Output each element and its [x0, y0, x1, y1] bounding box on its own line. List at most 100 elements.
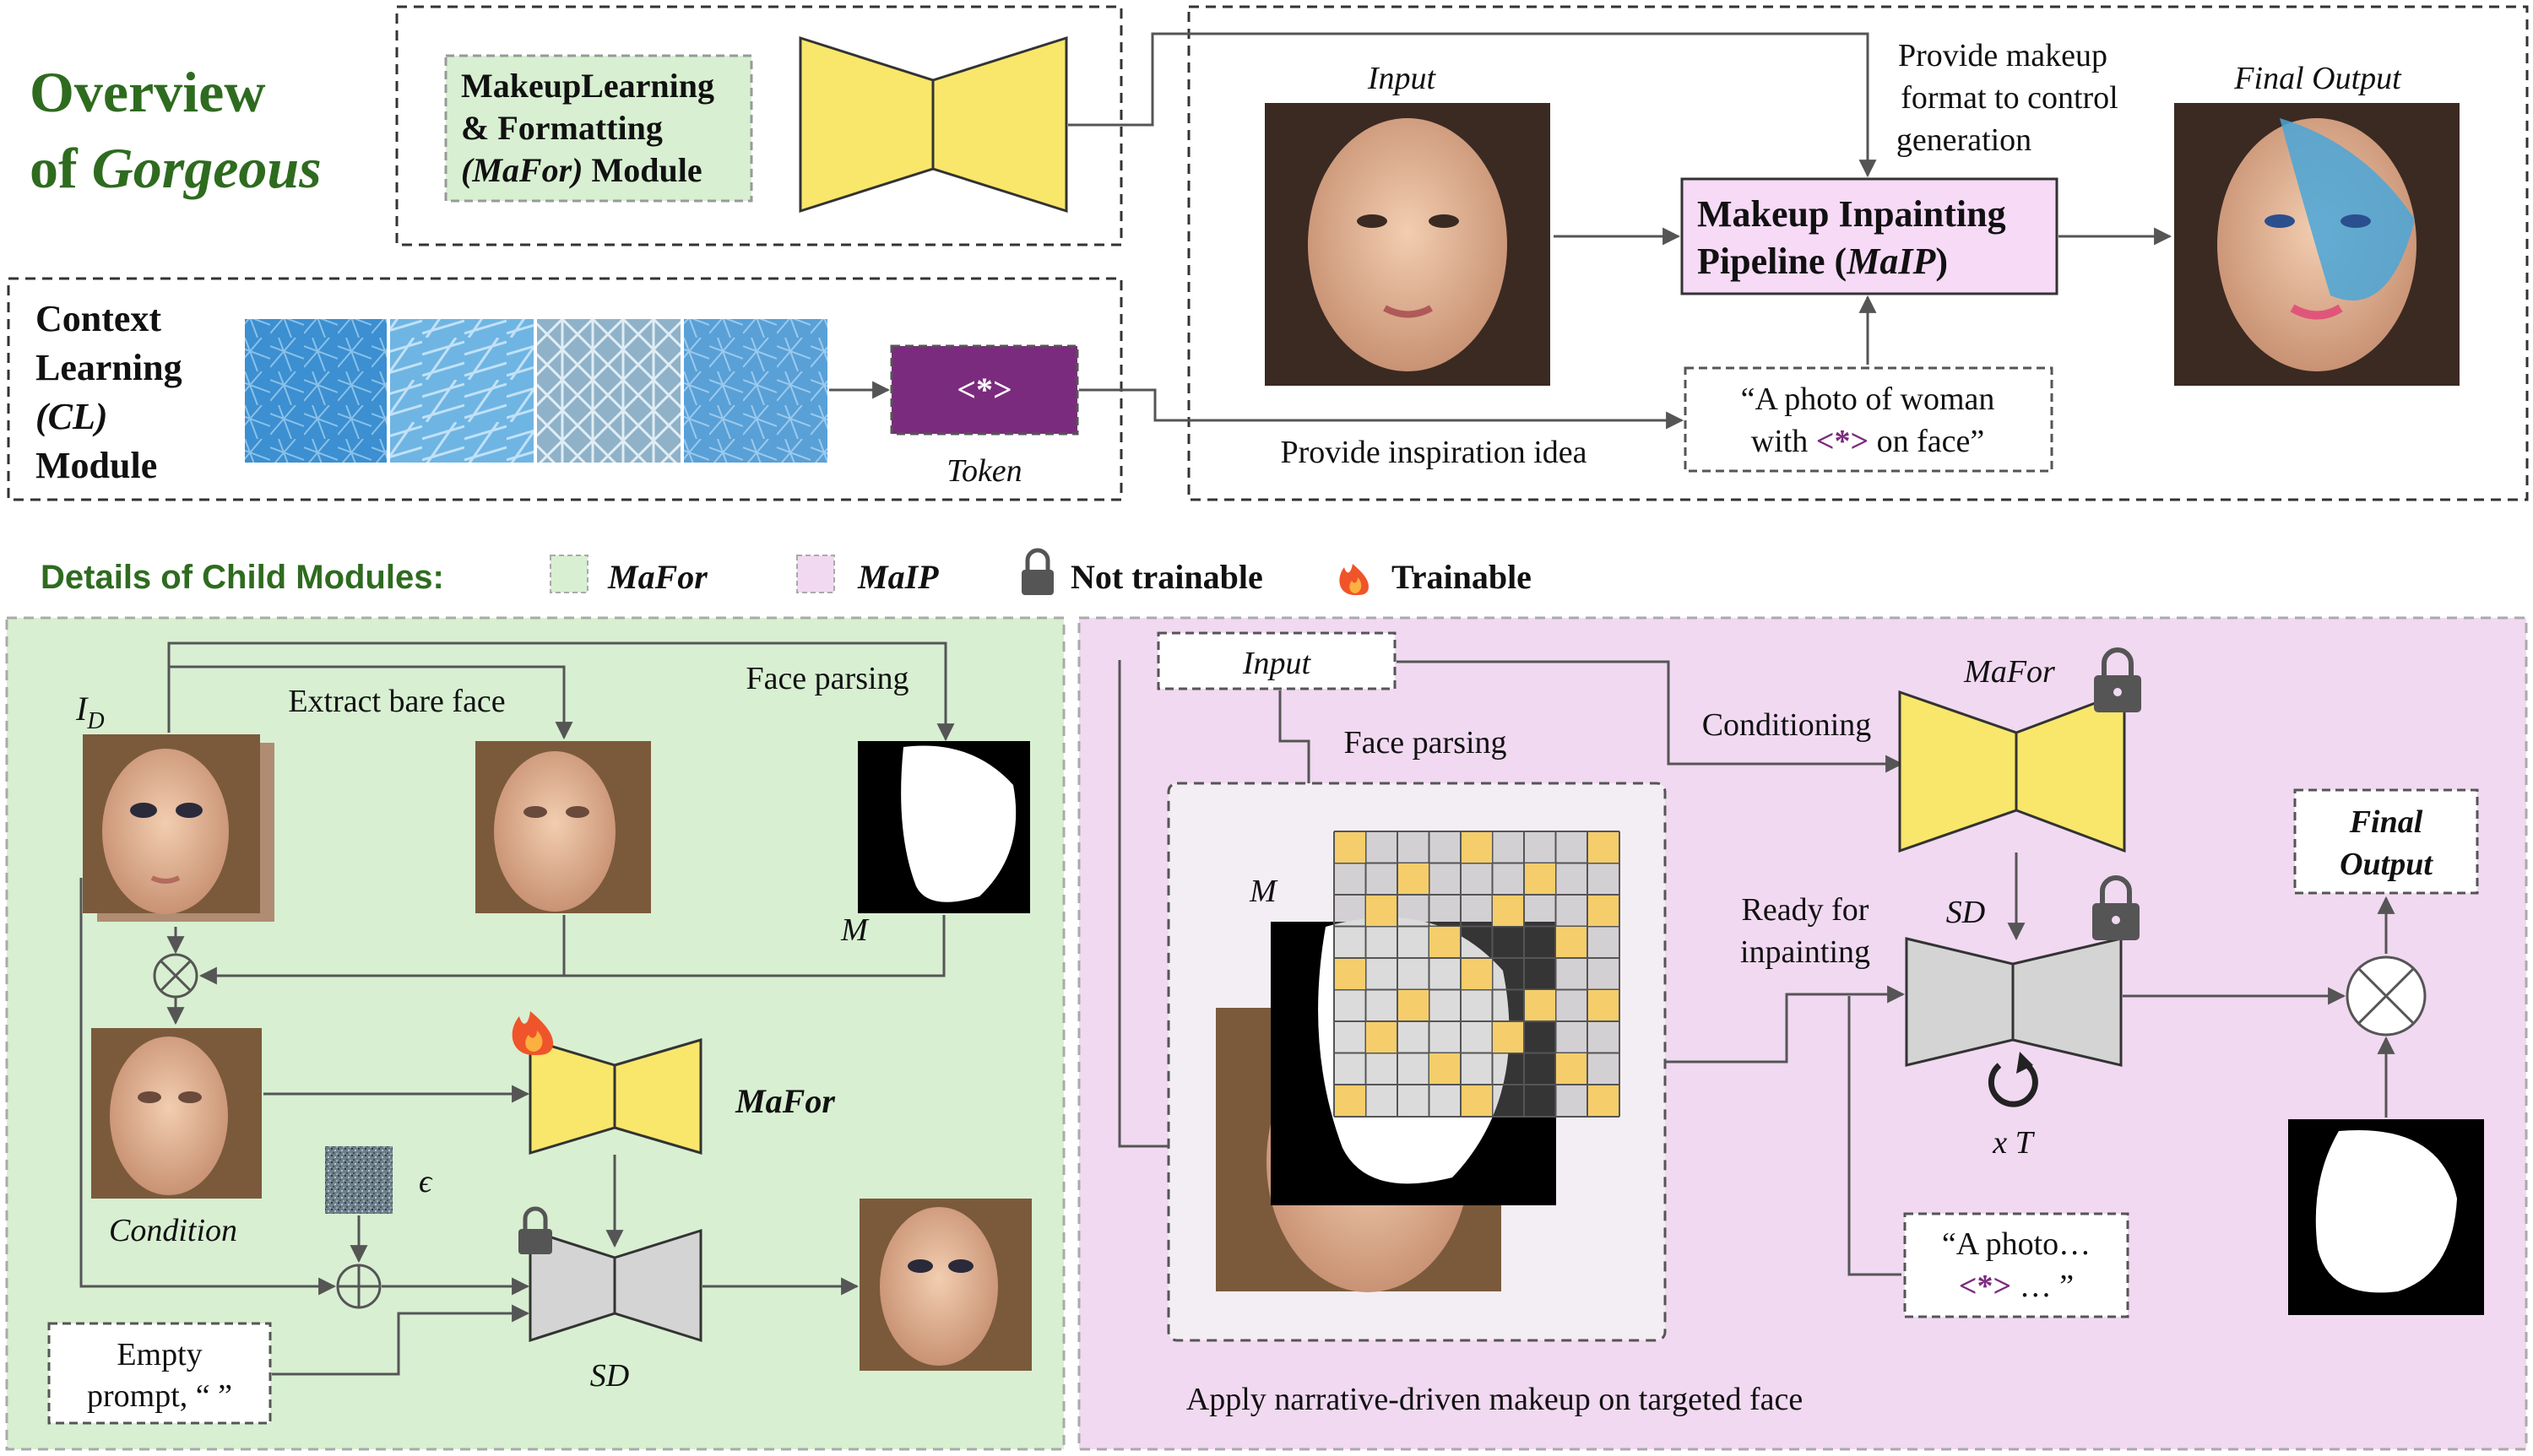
mafor-detail-label: MaFor	[735, 1082, 835, 1120]
maip-final-output-line1: Final	[2349, 804, 2423, 840]
maip-mafor-lock-icon	[2094, 647, 2141, 712]
stack-to-sd-arrow	[1665, 985, 1906, 1064]
pipeline-prompt-token: <*>	[1816, 424, 1869, 459]
multiply-node-cross	[159, 959, 193, 993]
empty-prompt-line2: prompt, “ ”	[87, 1378, 232, 1414]
times-t-label: x T	[1992, 1125, 2035, 1161]
id-to-add-arrow	[79, 878, 337, 1296]
ice-image-4	[684, 319, 827, 463]
mafor-module-line1: MakeupLearning	[461, 67, 714, 105]
legend-not-trainable-label: Not trainable	[1071, 558, 1263, 596]
pipeline-input-face	[1265, 103, 1550, 386]
mafor-module-abbrev: (MaFor)	[461, 151, 583, 189]
maip-pipeline-abbrev: MaIP	[1846, 241, 1936, 282]
id-to-parsing-arrow	[167, 641, 955, 742]
pipeline-final-output-face	[2174, 103, 2460, 386]
mafor-id-label: ID	[75, 690, 105, 734]
pipeline-prompt-box	[1684, 366, 2053, 473]
legend-mafor-swatch	[550, 555, 589, 593]
cl-module-line2: Learning	[35, 347, 182, 388]
empty-prompt-box	[47, 1322, 272, 1425]
condition-label: Condition	[109, 1213, 237, 1248]
mafor-detail-decoder	[613, 1037, 702, 1156]
provide-format-line3: generation	[1896, 122, 2031, 158]
maip-sd-label: SD	[1946, 895, 1985, 930]
overview-title-italic: Gorgeous	[92, 136, 322, 200]
mafor-input-face	[83, 734, 274, 922]
overview-title-prefix: of	[30, 136, 92, 200]
conditioning-text: Conditioning	[1702, 707, 1872, 743]
overview-title-line2: of Gorgeous	[30, 136, 322, 200]
provide-format-line2: format to control	[1901, 80, 2118, 116]
mafor-module-suffix: Module	[583, 151, 702, 189]
cl-module-line3: (CL)	[35, 396, 108, 437]
pipeline-final-output-label: Final Output	[2233, 61, 2402, 96]
maip-input-box	[1157, 631, 1397, 690]
provide-inspiration-text: Provide inspiration idea	[1280, 435, 1587, 470]
mafor-id-main: I	[75, 690, 89, 728]
mafor-module-frame	[395, 5, 1123, 246]
maip-pipeline-line1: Makeup Inpainting	[1697, 193, 2006, 235]
legend-fire-icon	[1339, 564, 1369, 595]
mafor-to-maip-arrow	[1068, 32, 1877, 178]
id-to-bareface-arrow	[169, 665, 573, 740]
maip-prompt-suffix: … ”	[2011, 1269, 2074, 1304]
pipeline-prompt-line2: with <*> on face”	[1751, 424, 1985, 459]
mafor-face-mask	[858, 741, 1030, 913]
maip-pipeline-box	[1680, 177, 2058, 295]
pipeline-input-label: Input	[1367, 61, 1437, 96]
maip-sd-decoder	[2011, 937, 2123, 1067]
ice-image-1	[245, 319, 387, 463]
epsilon-label: ϵ	[419, 1164, 433, 1199]
legend-mafor-label: MaFor	[607, 558, 708, 596]
extract-bare-face-text: Extract bare face	[288, 684, 505, 719]
maip-prompt-line1: “A photo…	[1942, 1226, 2091, 1262]
maip-prompt-line2: <*> … ”	[1959, 1269, 2074, 1304]
add-node-plus	[338, 1265, 380, 1307]
sd-lock-icon	[518, 1206, 552, 1254]
maip-pipeline-line2: Pipeline (MaIP)	[1697, 241, 1948, 282]
empty-prompt-line1: Empty	[117, 1337, 202, 1372]
mafor-encoder-shape	[799, 35, 935, 214]
mafor-module-line2: & Formatting	[461, 109, 663, 147]
mask-to-multiply-arrow	[203, 915, 946, 977]
maip-final-output-line2: Output	[2340, 847, 2433, 882]
prompt-to-sd-arrow	[272, 1304, 530, 1376]
maip-pipeline-suffix: )	[1935, 241, 1948, 282]
mafor-trainable-fire-icon	[512, 1011, 554, 1055]
maip-mask-label: M	[1249, 874, 1278, 909]
iteration-loop-icon	[1988, 1052, 2038, 1107]
noise-image	[325, 1146, 393, 1214]
legend-lock-icon	[1022, 548, 1054, 595]
pipeline-prompt-line1: “A photo of woman	[1741, 382, 1995, 417]
prompt-to-sd-line	[1847, 996, 1901, 1276]
token-label: Token	[946, 453, 1022, 489]
ice-image-2	[390, 319, 534, 463]
sd-detail-label: SD	[590, 1358, 629, 1394]
input-to-mafor-arrow	[1397, 660, 1904, 773]
mafor-mask-label: M	[840, 912, 870, 948]
maip-final-output-box	[2293, 788, 2479, 895]
maip-prompt-token: <*>	[1959, 1269, 2011, 1304]
pipeline-prompt-suffix: on face”	[1869, 424, 1984, 459]
maip-mafor-decoder	[2015, 690, 2126, 853]
pipeline-prompt-prefix: with	[1751, 424, 1816, 459]
token-box	[890, 344, 1079, 436]
maip-input-label: Input	[1242, 646, 1312, 681]
ready-line1: Ready for	[1742, 892, 1869, 928]
maip-mafor-label: MaFor	[1963, 654, 2055, 690]
legend-trainable-label: Trainable	[1391, 558, 1532, 596]
maip-prompt-box	[1903, 1212, 2129, 1318]
token-to-prompt-arrow	[1079, 388, 1684, 430]
maip-pipeline-prefix: Pipeline (	[1697, 241, 1847, 282]
mafor-bare-face	[475, 741, 651, 913]
legend-title: Details of Child Modules:	[41, 559, 444, 596]
mafor-condition-face	[91, 1028, 262, 1199]
mafor-decoder-shape	[931, 35, 1068, 214]
mafor-output-face	[860, 1199, 1032, 1371]
pipeline-frame	[1187, 5, 2529, 501]
sd-detail-decoder	[613, 1228, 702, 1343]
maip-output-mask	[2288, 1119, 2484, 1315]
mafor-module-line3: (MaFor) Module	[461, 151, 702, 189]
